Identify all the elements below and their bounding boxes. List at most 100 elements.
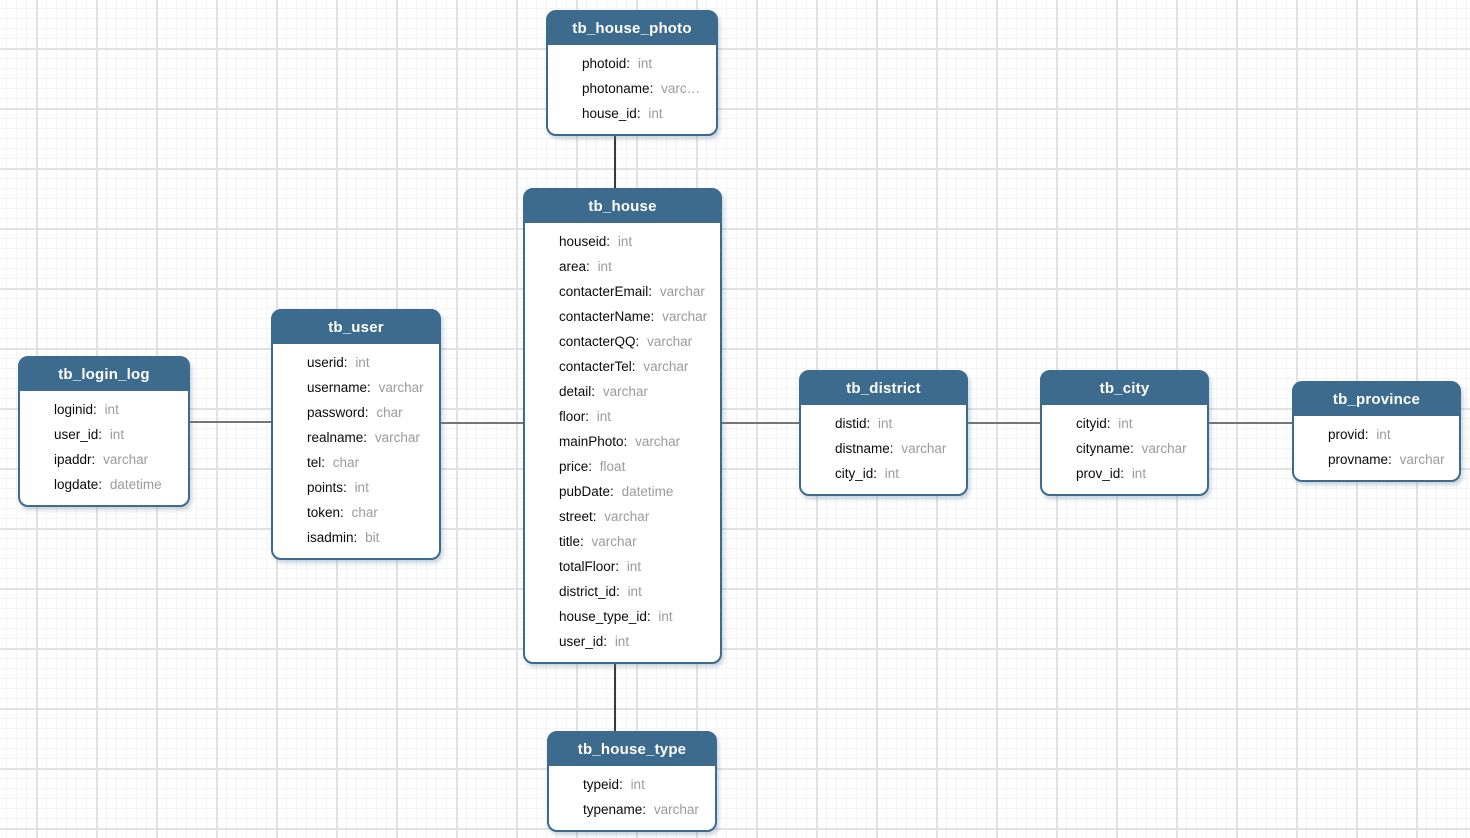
field-row[interactable]: distid int (801, 411, 966, 436)
field-row[interactable]: pubDate datetime (525, 479, 720, 504)
table-header[interactable]: tb_house_type (549, 733, 715, 766)
field-type: varchar (103, 452, 149, 467)
field-type: varchar (604, 509, 650, 524)
table-header[interactable]: tb_city (1042, 372, 1207, 405)
field-name: houseid (559, 234, 610, 249)
field-row[interactable]: district_id int (525, 579, 720, 604)
connector-line-tb_login_log-tb_user[interactable] (188, 421, 273, 423)
connector-line-tb_house-tb_district[interactable] (720, 422, 801, 424)
field-row[interactable]: points int (273, 475, 439, 500)
table-header[interactable]: tb_login_log (20, 358, 188, 391)
field-row[interactable]: mainPhoto varchar (525, 429, 720, 454)
field-type: char (376, 405, 403, 420)
field-row[interactable]: title varchar (525, 529, 720, 554)
table-title: tb_login_log (58, 366, 150, 383)
field-row[interactable]: user_id int (525, 629, 720, 654)
table-node-tb_district[interactable]: tb_district distid int distname varchar … (799, 370, 968, 496)
field-row[interactable]: isadmin bit (273, 525, 439, 550)
field-row[interactable]: photoid int (548, 51, 716, 76)
field-row[interactable]: ipaddr varchar (20, 447, 188, 472)
field-name: logdate (54, 477, 102, 492)
table-node-tb_province[interactable]: tb_province provid int provname varchar (1292, 381, 1461, 482)
field-row[interactable]: typename varchar (549, 797, 715, 822)
table-node-tb_house_type[interactable]: tb_house_type typeid int typename varcha… (547, 731, 717, 832)
field-type: varchar (643, 359, 689, 374)
field-row[interactable]: houseid int (525, 229, 720, 254)
field-row[interactable]: logdate datetime (20, 472, 188, 497)
table-header[interactable]: tb_house (525, 190, 720, 223)
field-row[interactable]: provname varchar (1294, 447, 1459, 472)
table-node-tb_house_photo[interactable]: tb_house_photo photoid int photoname var… (546, 10, 718, 136)
field-row[interactable]: password char (273, 400, 439, 425)
field-name: distid (835, 416, 870, 431)
field-row[interactable]: cityname varchar (1042, 436, 1207, 461)
table-node-tb_house[interactable]: tb_house houseid int area int contacterE… (523, 188, 722, 664)
field-row[interactable]: user_id int (20, 422, 188, 447)
field-row[interactable]: floor int (525, 404, 720, 429)
field-row[interactable]: photoname varc… (548, 76, 716, 101)
field-row[interactable]: street varchar (525, 504, 720, 529)
field-name: provid (1328, 427, 1369, 442)
field-row[interactable]: contacterName varchar (525, 304, 720, 329)
field-row[interactable]: price float (525, 454, 720, 479)
field-row[interactable]: typeid int (549, 772, 715, 797)
field-type: varchar (901, 441, 947, 456)
field-row[interactable]: contacterTel varchar (525, 354, 720, 379)
table-title: tb_district (846, 380, 921, 397)
connector-line-tb_house_photo-tb_house[interactable] (614, 131, 616, 190)
field-name: typeid (583, 777, 623, 792)
table-header[interactable]: tb_house_photo (548, 12, 716, 45)
table-header[interactable]: tb_district (801, 372, 966, 405)
field-row[interactable]: detail varchar (525, 379, 720, 404)
field-row[interactable]: totalFloor int (525, 554, 720, 579)
field-name: user_id (559, 634, 607, 649)
table-node-tb_city[interactable]: tb_city cityid int cityname varchar prov… (1040, 370, 1209, 496)
table-node-tb_login_log[interactable]: tb_login_log loginid int user_id int ipa… (18, 356, 190, 507)
field-row[interactable]: token char (273, 500, 439, 525)
field-row[interactable]: cityid int (1042, 411, 1207, 436)
connector-line-tb_user-tb_house[interactable] (439, 422, 525, 424)
field-row[interactable]: tel char (273, 450, 439, 475)
field-type: int (884, 466, 900, 481)
table-node-tb_user[interactable]: tb_user userid int username varchar pass… (271, 309, 441, 560)
field-type: char (332, 455, 360, 470)
table-title: tb_house (588, 198, 657, 215)
field-row[interactable]: city_id int (801, 461, 966, 486)
field-row[interactable]: distname varchar (801, 436, 966, 461)
field-type: int (627, 584, 642, 599)
field-row[interactable]: house_type_id int (525, 604, 720, 629)
connector-line-tb_house-tb_house_type[interactable] (614, 664, 616, 733)
field-type: float (599, 459, 626, 474)
field-row[interactable]: userid int (273, 350, 439, 375)
field-row[interactable]: contacterEmail varchar (525, 279, 720, 304)
field-type: int (1118, 416, 1133, 431)
table-body: houseid int area int contacterEmail varc… (525, 223, 720, 662)
field-type: int (354, 480, 369, 495)
field-row[interactable]: house_id int (548, 101, 716, 126)
field-name: user_id (54, 427, 102, 442)
table-body: photoid int photoname varc… house_id int (548, 45, 716, 134)
field-type: int (637, 56, 653, 71)
field-name: provname (1328, 452, 1392, 467)
field-name: userid (307, 355, 348, 370)
field-name: cityid (1076, 416, 1111, 431)
field-type: varchar (591, 534, 637, 549)
field-row[interactable]: prov_id int (1042, 461, 1207, 486)
table-header[interactable]: tb_province (1294, 383, 1459, 416)
field-name: prov_id (1076, 466, 1124, 481)
field-type: varchar (635, 434, 681, 449)
field-row[interactable]: provid int (1294, 422, 1459, 447)
field-row[interactable]: realname varchar (273, 425, 439, 450)
field-row[interactable]: username varchar (273, 375, 439, 400)
connector-line-tb_city-tb_province[interactable] (1207, 422, 1294, 424)
connector-line-tb_district-tb_city[interactable] (966, 422, 1042, 424)
field-type: varchar (378, 380, 424, 395)
table-title: tb_house_photo (572, 20, 692, 37)
field-row[interactable]: area int (525, 254, 720, 279)
field-type: int (596, 409, 612, 424)
table-header[interactable]: tb_user (273, 311, 439, 344)
field-row[interactable]: contacterQQ varchar (525, 329, 720, 354)
field-row[interactable]: loginid int (20, 397, 188, 422)
